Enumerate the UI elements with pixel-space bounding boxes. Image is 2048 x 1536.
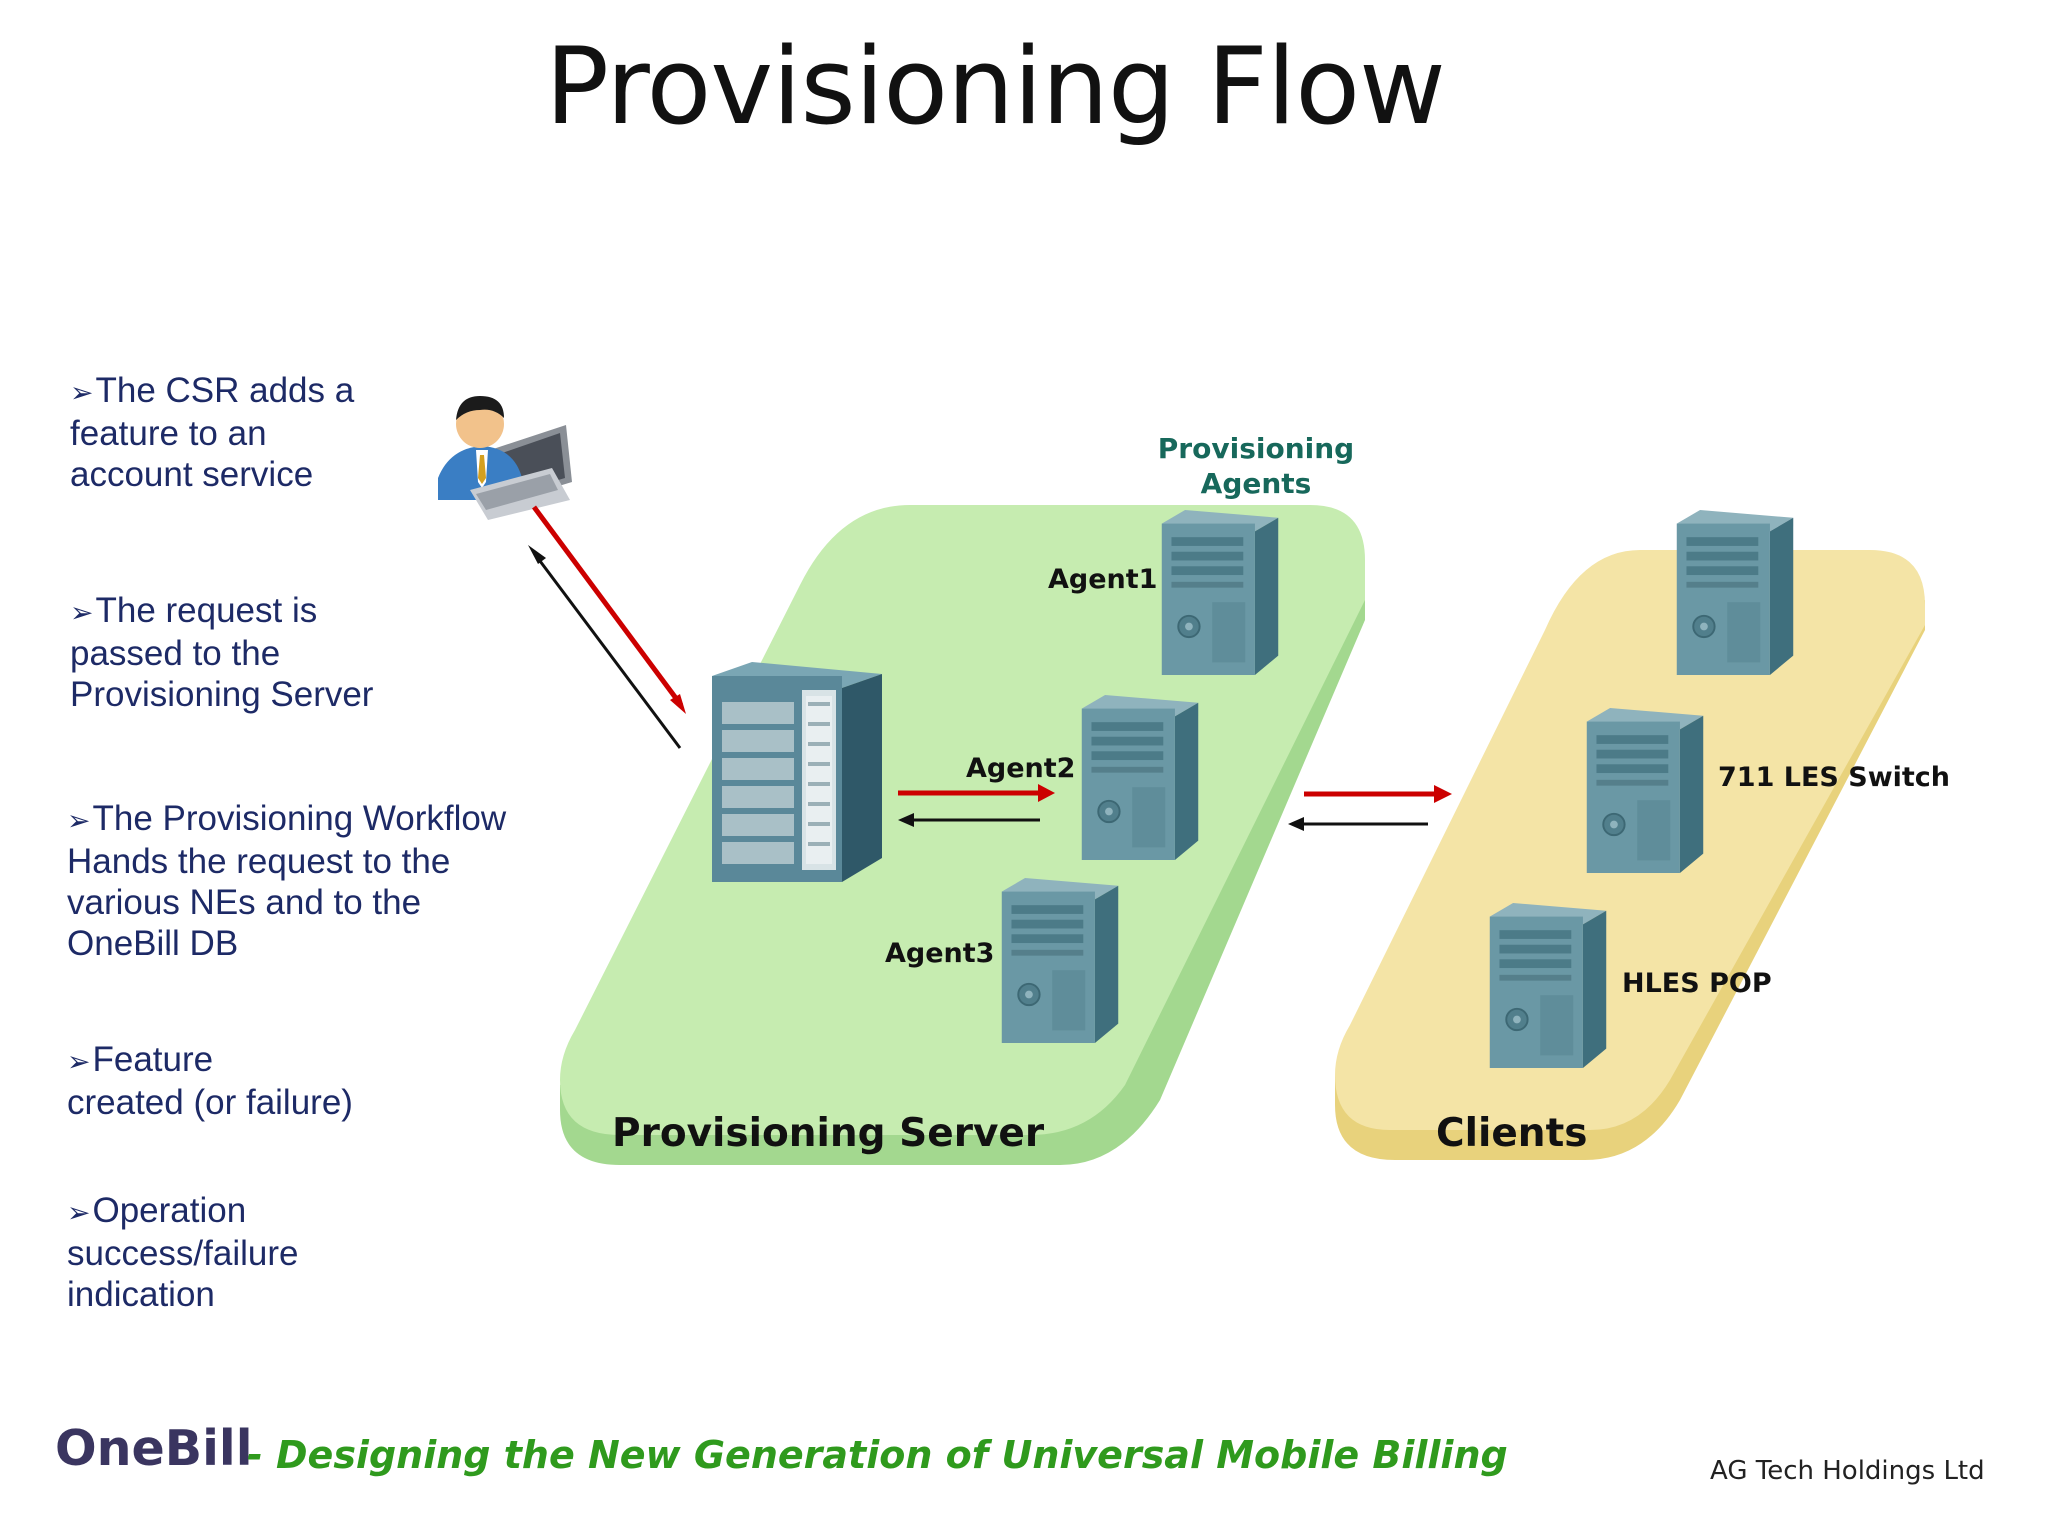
client-pop-label: HLES POP (1622, 968, 1772, 999)
step-3-text: The Provisioning Workflow Hands the requ… (67, 799, 507, 963)
agent1-tower-icon (1160, 510, 1280, 675)
agent-client-arrows (1288, 785, 1452, 831)
agents-heading-line2: Agents (1201, 467, 1312, 500)
agent1-label: Agent1 (1048, 564, 1157, 595)
step-1: ➢The CSR adds a feature to an account se… (70, 370, 354, 495)
agent2-tower-icon (1080, 695, 1200, 860)
footer-tagline: - Designing the New Generation of Univer… (247, 1433, 1508, 1477)
client-switch-tower-icon (1585, 708, 1705, 873)
step-1-text: The CSR adds a feature to an account ser… (70, 371, 355, 494)
agent3-tower-icon (1000, 878, 1120, 1043)
step-5: ➢Operation success/failure indication (67, 1190, 298, 1315)
agent3-label: Agent3 (885, 938, 994, 969)
arrow-bullet-icon: ➢ (70, 597, 94, 628)
step-2: ➢The request is passed to the Provisioni… (70, 590, 373, 715)
client-switch-label: 711 LES Switch (1718, 762, 1950, 793)
rack-server-icon (712, 662, 882, 882)
slide-title: Provisioning Flow (545, 25, 1446, 148)
arrow-bullet-icon: ➢ (70, 377, 94, 408)
footer-company: AG Tech Holdings Ltd (1710, 1456, 1985, 1486)
server-zone-label: Provisioning Server (612, 1111, 1045, 1156)
arrow-bullet-icon: ➢ (67, 1197, 91, 1228)
arrow-bullet-icon: ➢ (67, 805, 91, 836)
agent2-label: Agent2 (966, 753, 1075, 784)
csr-server-arrows (528, 505, 686, 749)
step-2-text: The request is passed to the Provisionin… (70, 591, 374, 714)
footer-brand: OneBill (55, 1420, 253, 1477)
clients-zone-label: Clients (1436, 1111, 1587, 1156)
agents-heading-line1: Provisioning (1158, 432, 1354, 465)
client-pop-tower-icon (1488, 903, 1608, 1068)
arrow-bullet-icon: ➢ (67, 1046, 91, 1077)
step-4-text: Feature created (or failure) (67, 1040, 353, 1122)
client-top-tower-icon (1675, 510, 1795, 675)
user-laptop-icon (438, 396, 572, 520)
step-5-text: Operation success/failure indication (67, 1191, 299, 1314)
step-4: ➢Feature created (or failure) (67, 1039, 353, 1123)
step-3: ➢The Provisioning Workflow Hands the req… (67, 798, 506, 964)
server-agent-arrows (898, 784, 1055, 827)
